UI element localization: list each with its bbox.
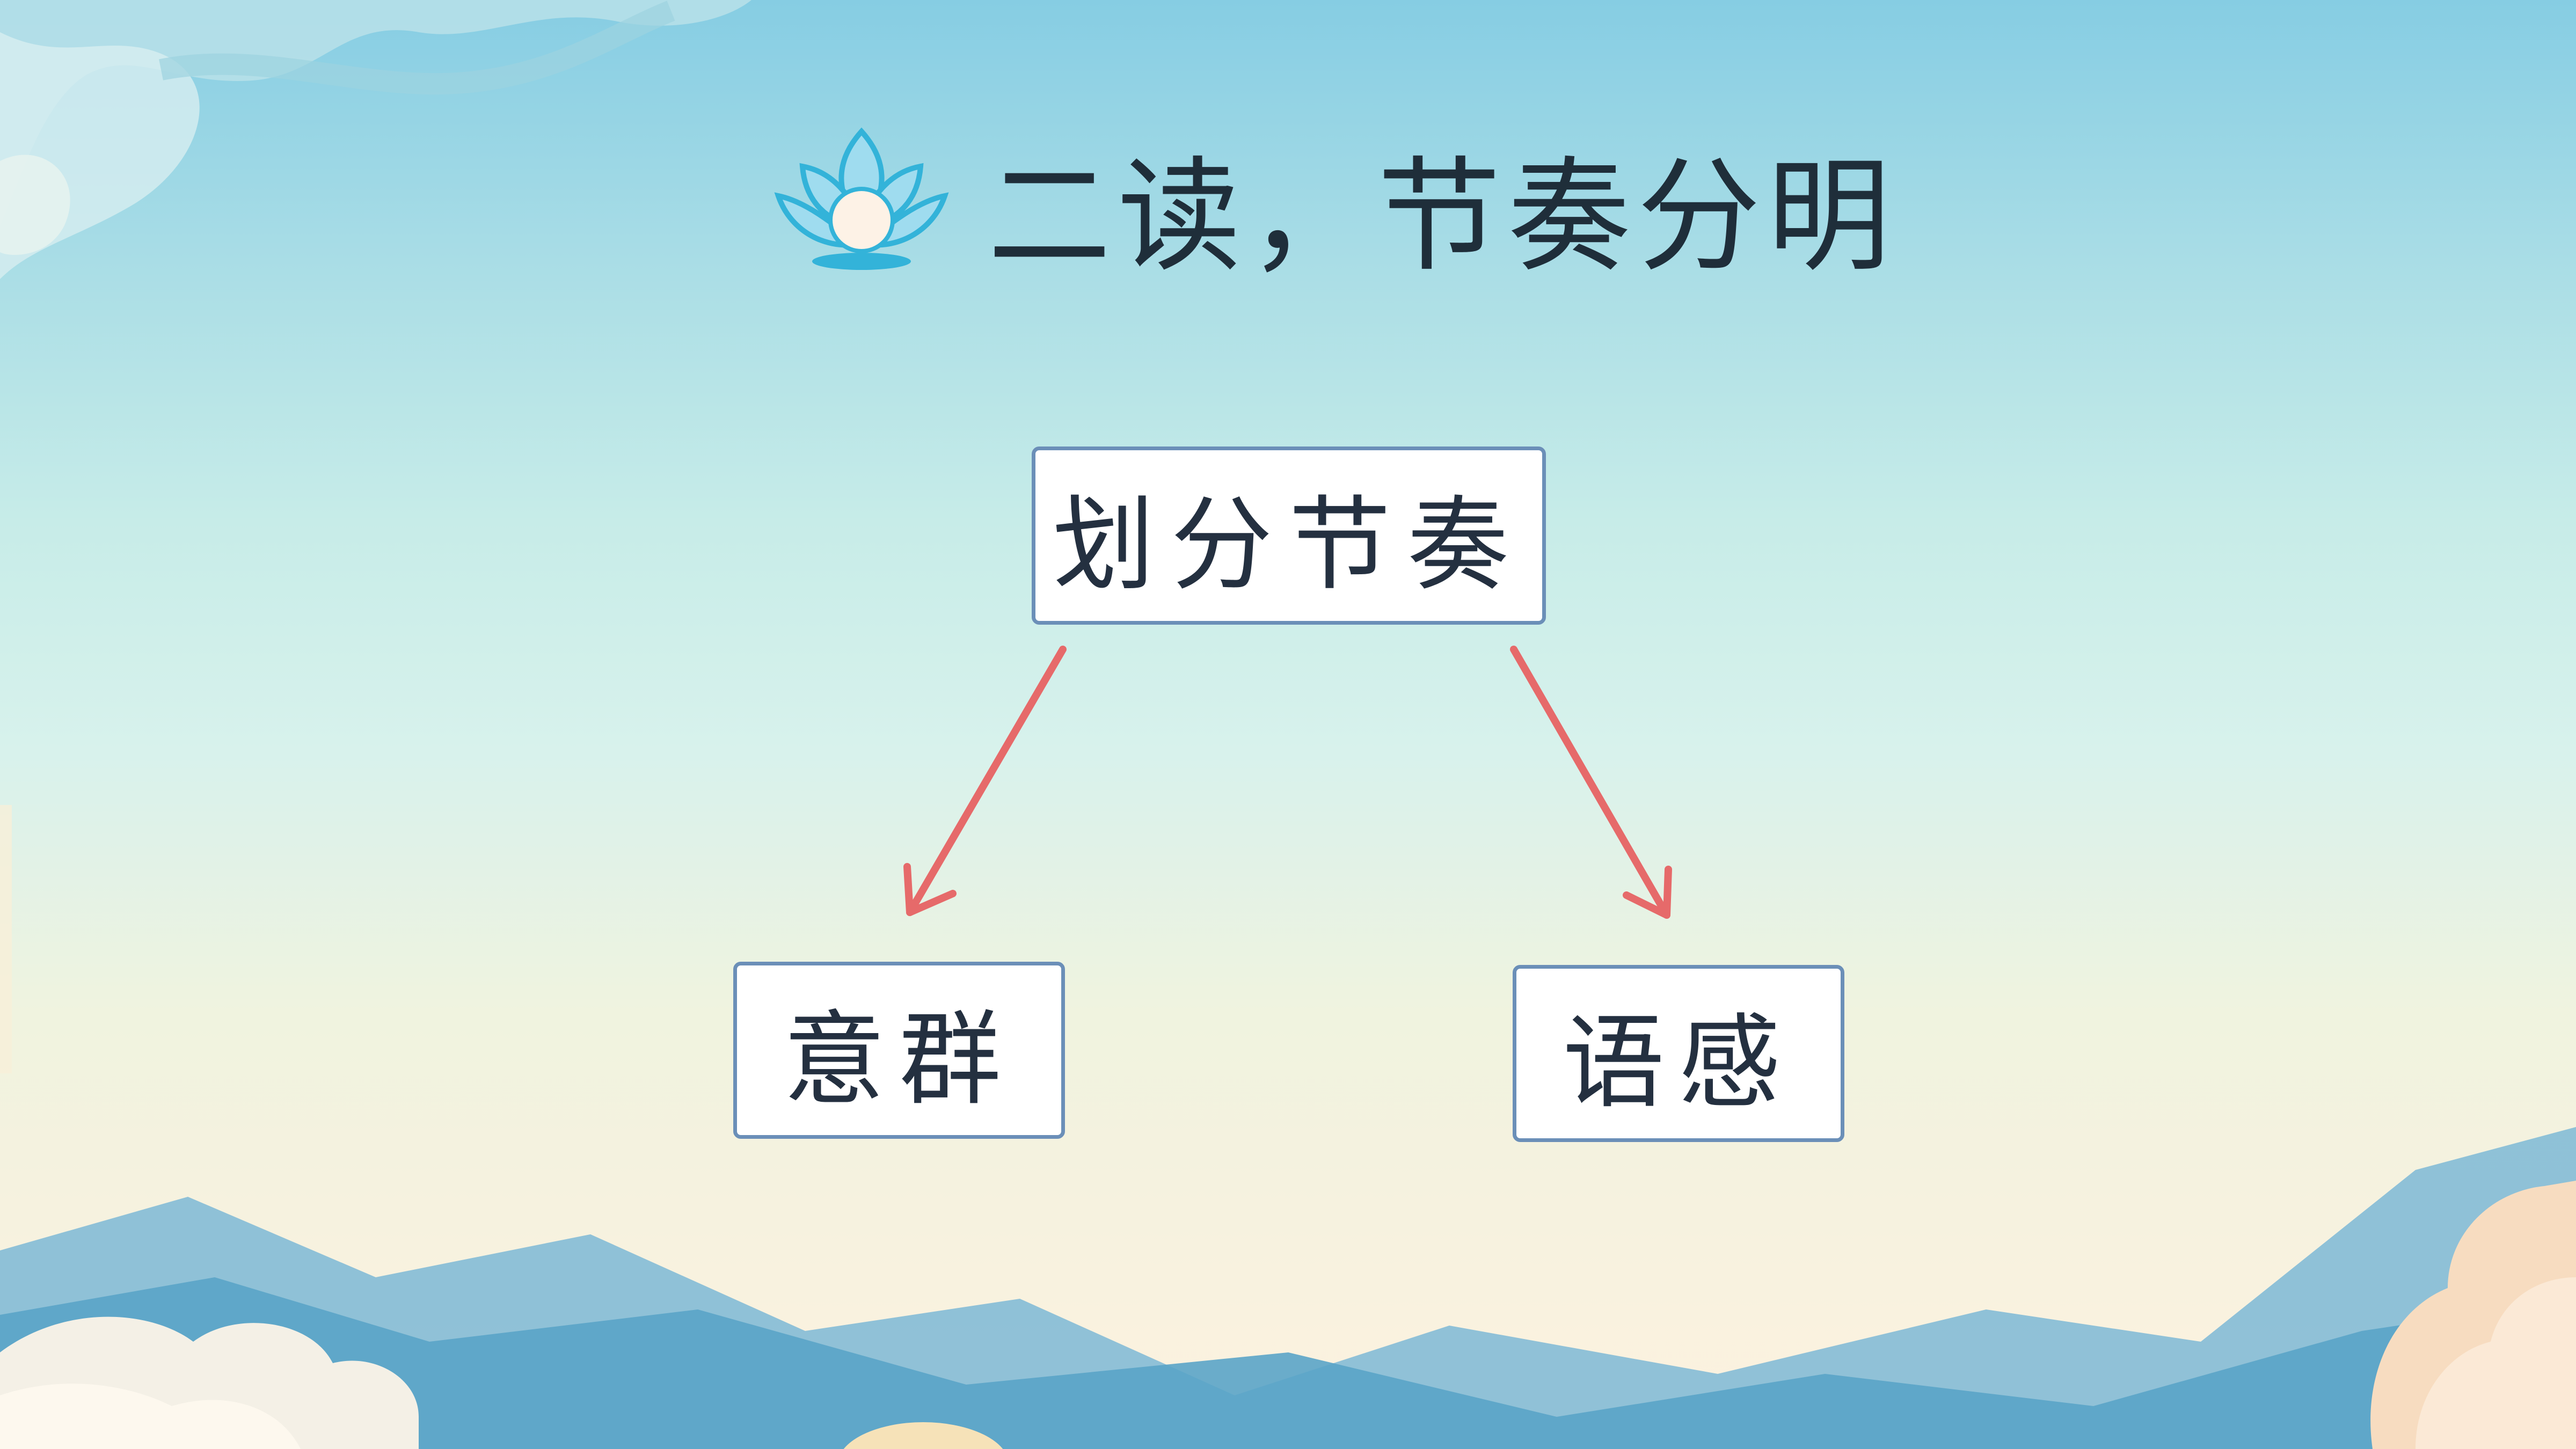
page-title: 二读，节奏分明 (988, 145, 1898, 289)
arrow-right (1510, 646, 1672, 919)
arrow-left (903, 646, 1067, 916)
child-node-right: 语感 (1513, 965, 1844, 1142)
lotus-icon (774, 127, 949, 270)
root-node: 划分节奏 (1032, 447, 1546, 625)
child-node-left: 意群 (733, 962, 1065, 1139)
